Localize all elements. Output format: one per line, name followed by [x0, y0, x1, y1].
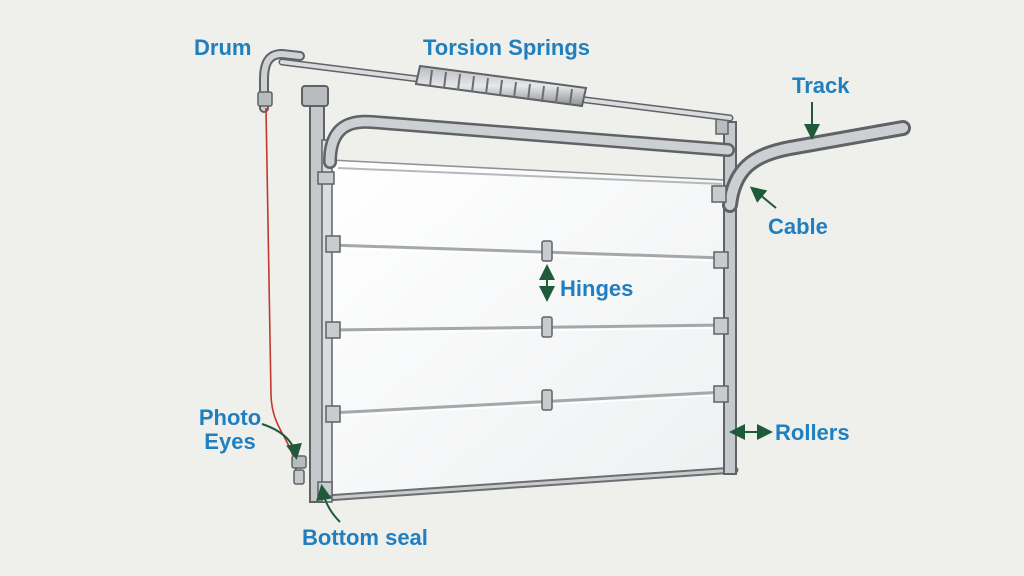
track-label: Track: [792, 73, 850, 98]
center-hinges: [541, 240, 553, 411]
photo-eyes-arrow: [261, 423, 302, 460]
torsion-springs-label: Torsion Springs: [423, 35, 591, 60]
lift-cable: [265, 107, 297, 471]
top-seam: [337, 167, 723, 185]
door-panels: [329, 159, 726, 501]
panel-seam: [329, 323, 726, 332]
panel-seam: [329, 327, 726, 334]
photo-eye-sensor: [291, 455, 307, 485]
rollers-label: Rollers: [775, 420, 850, 445]
bottom-seal-label: Bottom seal: [302, 525, 428, 550]
right-rollers: [711, 185, 729, 403]
track: [722, 120, 911, 213]
panel-seam: [329, 394, 726, 417]
annotation-arrows: [261, 102, 820, 523]
torsion-springs: [278, 58, 734, 122]
cable-label: Cable: [768, 214, 828, 239]
panel-seam: [329, 243, 726, 260]
drum: [257, 48, 305, 113]
photo-eyes-label: Photo Eyes: [198, 405, 262, 454]
top-track: [323, 114, 735, 169]
panel-seam: [329, 247, 726, 262]
bottom-seal-arrow: [316, 484, 341, 523]
hinges-label: Hinges: [560, 276, 634, 301]
cable-arrow: [749, 186, 777, 209]
drum-label: Drum: [194, 35, 252, 60]
panel-seam: [329, 390, 726, 415]
